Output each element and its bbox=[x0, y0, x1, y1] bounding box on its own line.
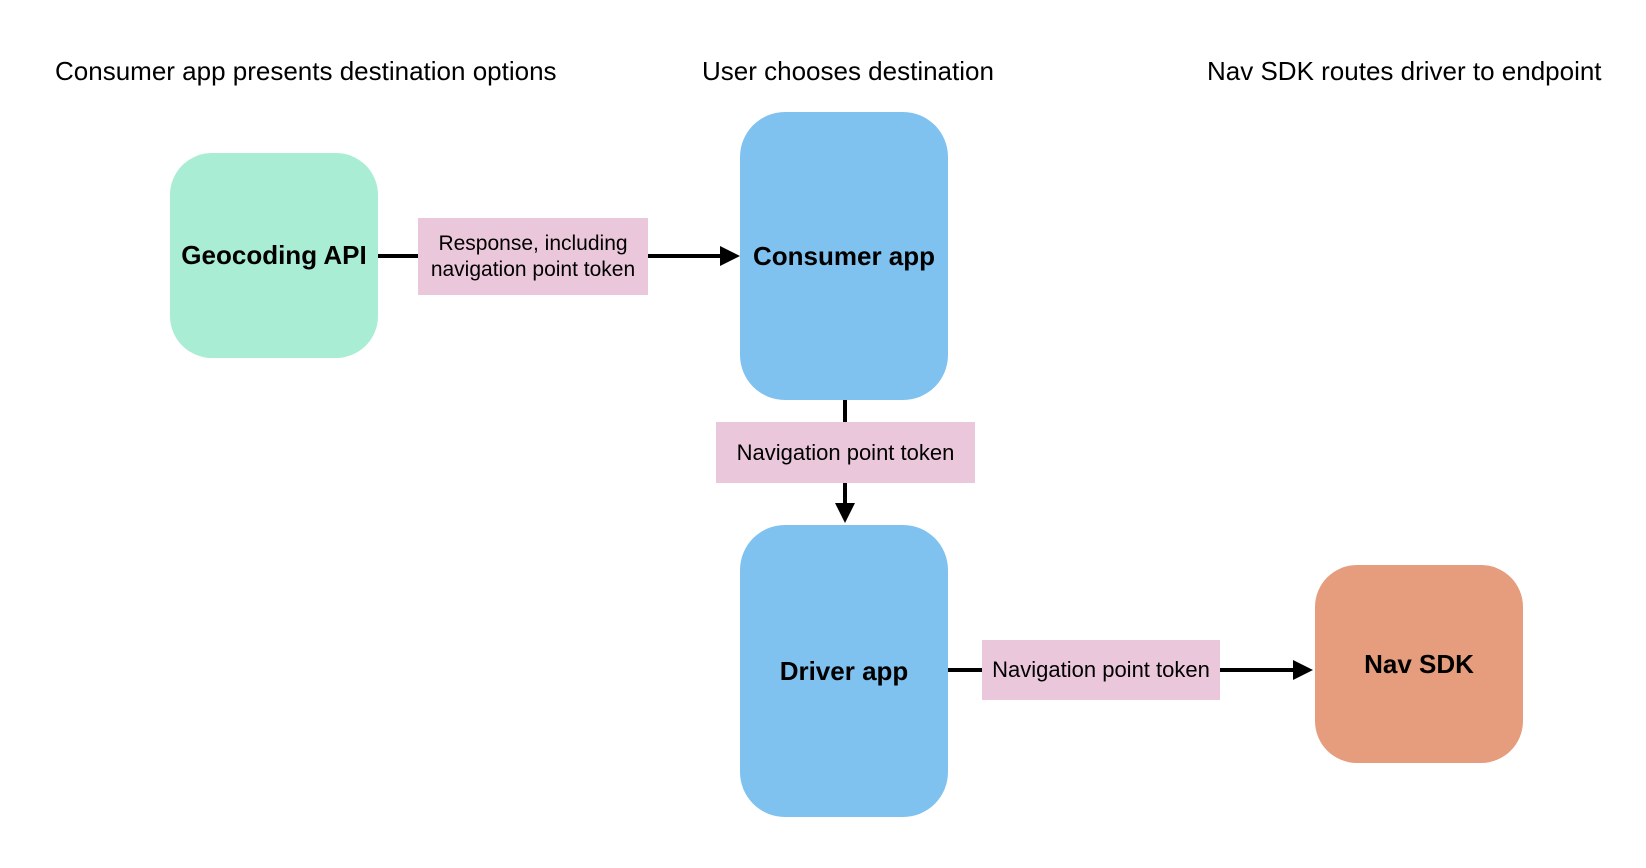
node-driver-app: Driver app bbox=[740, 525, 948, 817]
node-driver-app-label: Driver app bbox=[779, 655, 909, 686]
caption-user-chooses-destination: User chooses destination bbox=[702, 56, 994, 86]
node-consumer-app-label: Consumer app bbox=[752, 240, 936, 271]
node-consumer-app: Consumer app bbox=[740, 112, 948, 400]
caption-consumer-app-presents: Consumer app presents destination option… bbox=[55, 56, 557, 86]
node-nav-sdk: Nav SDK bbox=[1315, 565, 1523, 763]
caption-nav-sdk-routes-driver: Nav SDK routes driver to endpoint bbox=[1207, 56, 1602, 86]
edge-label-navigation-point-token-horizontal: Navigation point token bbox=[982, 640, 1220, 700]
edge-label-navigation-point-token-vertical: Navigation point token bbox=[716, 422, 975, 483]
arrowhead-right-icon bbox=[720, 246, 740, 266]
arrowhead-right-icon bbox=[1293, 660, 1313, 680]
node-nav-sdk-label: Nav SDK bbox=[1364, 648, 1474, 679]
node-geocoding-api-label: Geocoding API bbox=[181, 240, 367, 270]
node-geocoding-api: Geocoding API bbox=[170, 153, 378, 358]
arrowhead-down-icon bbox=[835, 503, 855, 523]
edge-label-response-including-token: Response, including navigation point tok… bbox=[418, 218, 648, 295]
